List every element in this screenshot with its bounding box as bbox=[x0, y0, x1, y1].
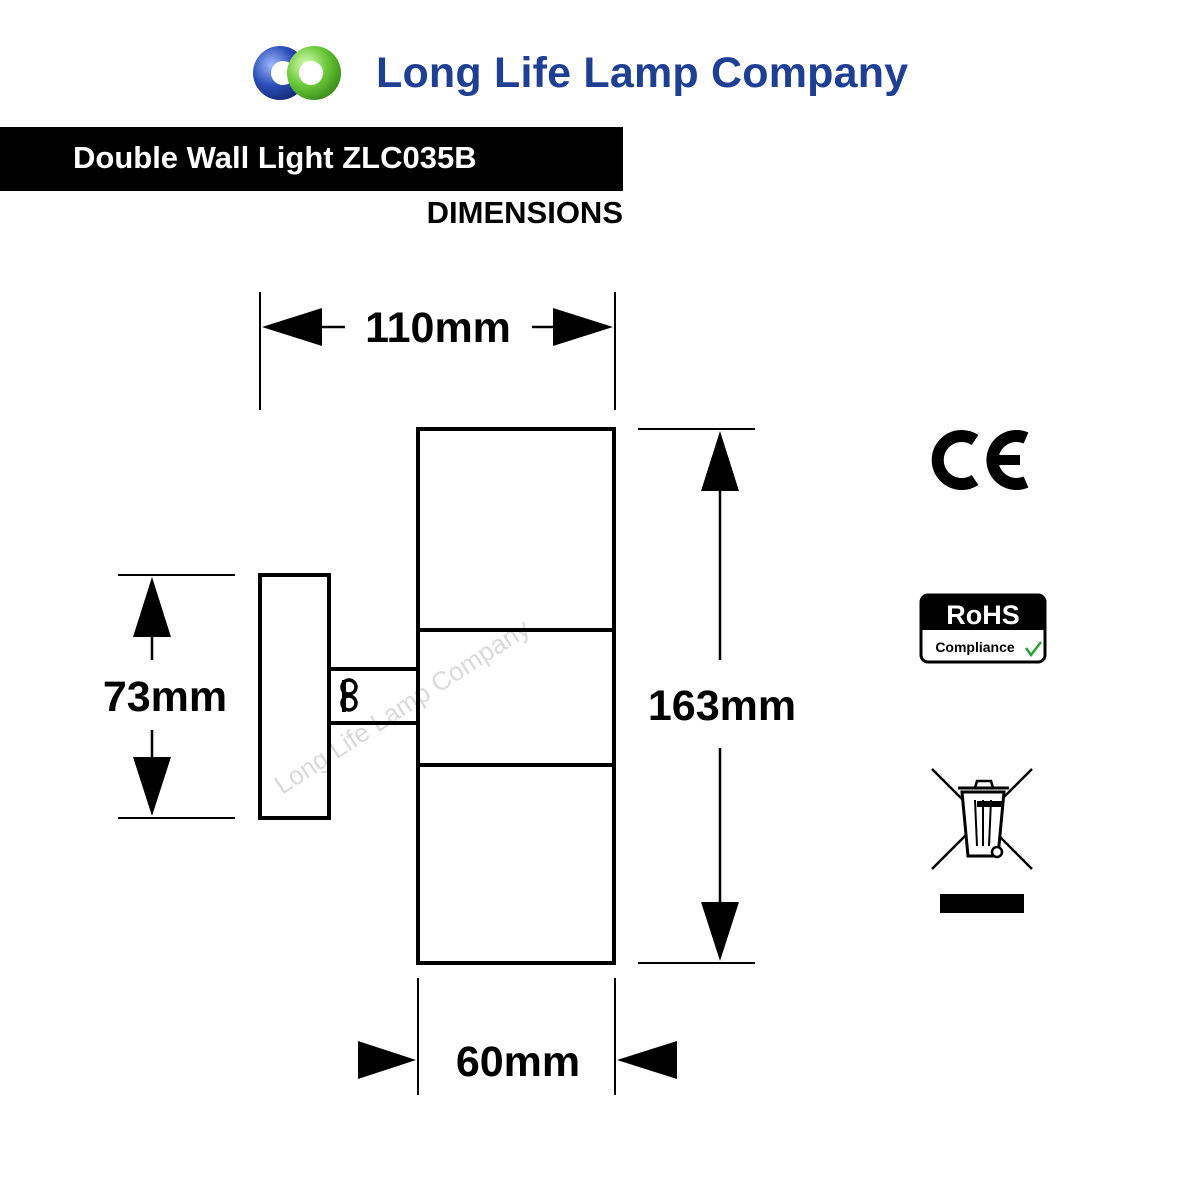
arm-screw-top bbox=[340, 678, 358, 696]
dim-width-bottom: 60mm bbox=[358, 978, 677, 1095]
product-title: Double Wall Light ZLC035B bbox=[73, 140, 477, 175]
arrow-down-icon bbox=[701, 902, 739, 961]
dim-plate-height: 73mm bbox=[103, 574, 235, 819]
product-title-bar: Double Wall Light ZLC035B bbox=[0, 127, 623, 191]
weee-bar bbox=[940, 894, 1024, 913]
rohs-subtitle: Compliance bbox=[935, 639, 1015, 655]
dim-label-plate-height: 73mm bbox=[103, 673, 227, 721]
arrow-up-icon bbox=[701, 431, 739, 491]
dim-label-width-top: 110mm bbox=[365, 304, 511, 352]
weee-bin-icon bbox=[931, 768, 1033, 913]
company-name: Long Life Lamp Company bbox=[376, 48, 909, 97]
section-subtitle: DIMENSIONS bbox=[426, 195, 623, 230]
arrow-down-icon bbox=[133, 757, 171, 816]
dim-width-top: 110mm bbox=[259, 292, 616, 410]
mount-arm bbox=[327, 667, 420, 725]
arrow-right-icon bbox=[358, 1041, 416, 1079]
watermark-text: Long Life Lamp Company bbox=[269, 613, 535, 800]
arrow-left-icon bbox=[262, 308, 322, 346]
arm-screw-bottom bbox=[340, 694, 358, 712]
brand-header: Long Life Lamp Company bbox=[250, 40, 908, 106]
dim-label-width-bottom: 60mm bbox=[456, 1038, 580, 1086]
check-icon bbox=[1024, 641, 1042, 658]
light-fixture bbox=[258, 427, 616, 965]
arrow-left-icon bbox=[617, 1041, 677, 1079]
lamp-body bbox=[416, 427, 616, 965]
dim-label-height: 163mm bbox=[648, 682, 796, 730]
ce-mark-icon bbox=[931, 430, 1029, 490]
rohs-title: RoHS bbox=[946, 600, 1020, 630]
company-logo-icon bbox=[253, 46, 341, 100]
arrow-up-icon bbox=[133, 577, 171, 637]
rohs-badge-icon: RoHS Compliance bbox=[919, 593, 1047, 664]
arrow-right-icon bbox=[553, 308, 613, 346]
dim-height: 163mm bbox=[638, 428, 796, 964]
